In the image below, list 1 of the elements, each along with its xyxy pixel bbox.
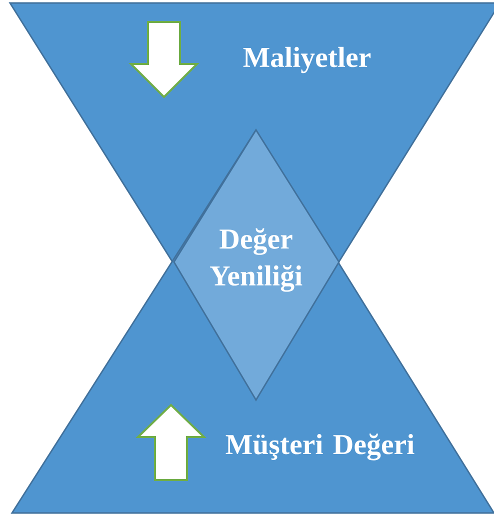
node-label: Müşteri Değeri xyxy=(226,434,414,460)
